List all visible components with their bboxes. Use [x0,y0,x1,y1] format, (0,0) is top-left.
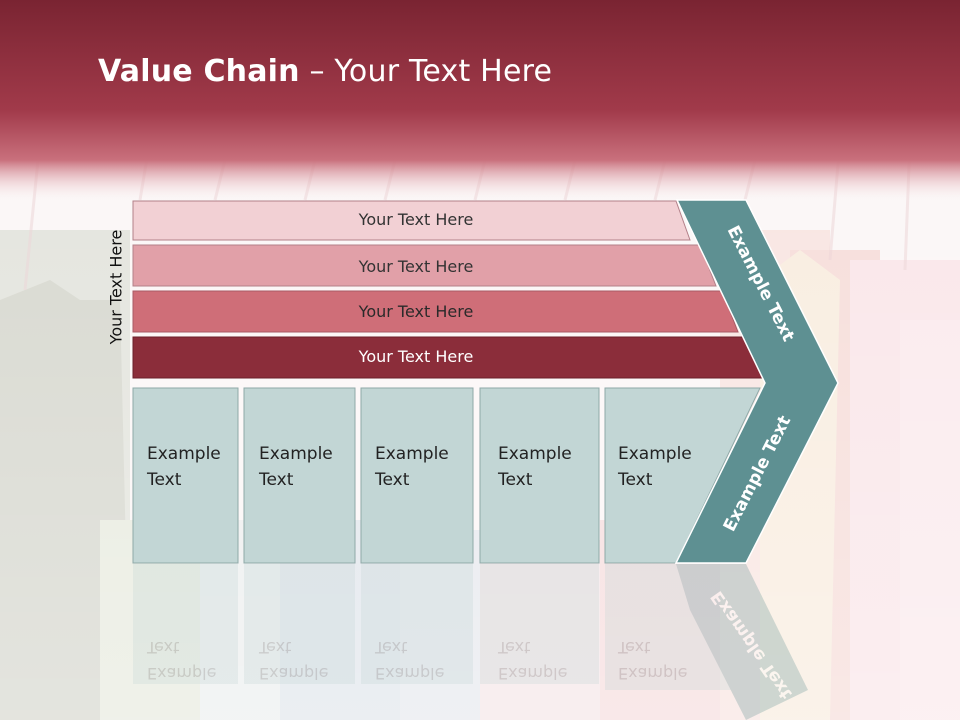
band-1 [132,200,691,241]
reflection-text: Text [497,638,530,657]
boxes: Example Text Example Text Example Text E… [132,387,761,564]
bands: Your Text Here Your Text Here Your Text … [132,200,765,379]
title-rest: – Your Text Here [299,54,553,89]
reflection-text: Example [618,664,687,683]
box-3-line2: Text [374,470,410,490]
band-1-label: Your Text Here [358,210,474,229]
box-5-line2: Text [617,470,653,490]
box-4-line2: Text [497,470,533,490]
box-1-line2: Text [146,470,182,490]
box-4 [479,387,600,564]
band-2 [132,244,717,287]
box-3 [360,387,474,564]
band-3 [132,290,739,333]
band-2-label: Your Text Here [358,257,474,276]
box-2 [243,387,356,564]
reflection-text: Text [374,638,407,657]
box-4-line1: Example [498,444,572,464]
reflection-text: Example [498,664,567,683]
reflection-text: Text [258,638,291,657]
reflection-text: Example [147,664,216,683]
band-3-label: Your Text Here [358,302,474,321]
box-1-line1: Example [147,444,221,464]
slide-title: Value Chain – Your Text Here [98,54,552,89]
reflection-text: Example [375,664,444,683]
box-2-line2: Text [258,470,294,490]
reflection-text: Text [617,638,650,657]
reflection-text: Text [146,638,179,657]
title-bold: Value Chain [98,54,300,89]
reflection: Example Text Example Text Example Text E… [133,564,808,720]
box-2-line1: Example [259,444,333,464]
box-3-line1: Example [375,444,449,464]
box-5-line1: Example [618,444,692,464]
reflection-text: Example [259,664,328,683]
band-4-label: Your Text Here [358,347,474,366]
box-1 [132,387,239,564]
